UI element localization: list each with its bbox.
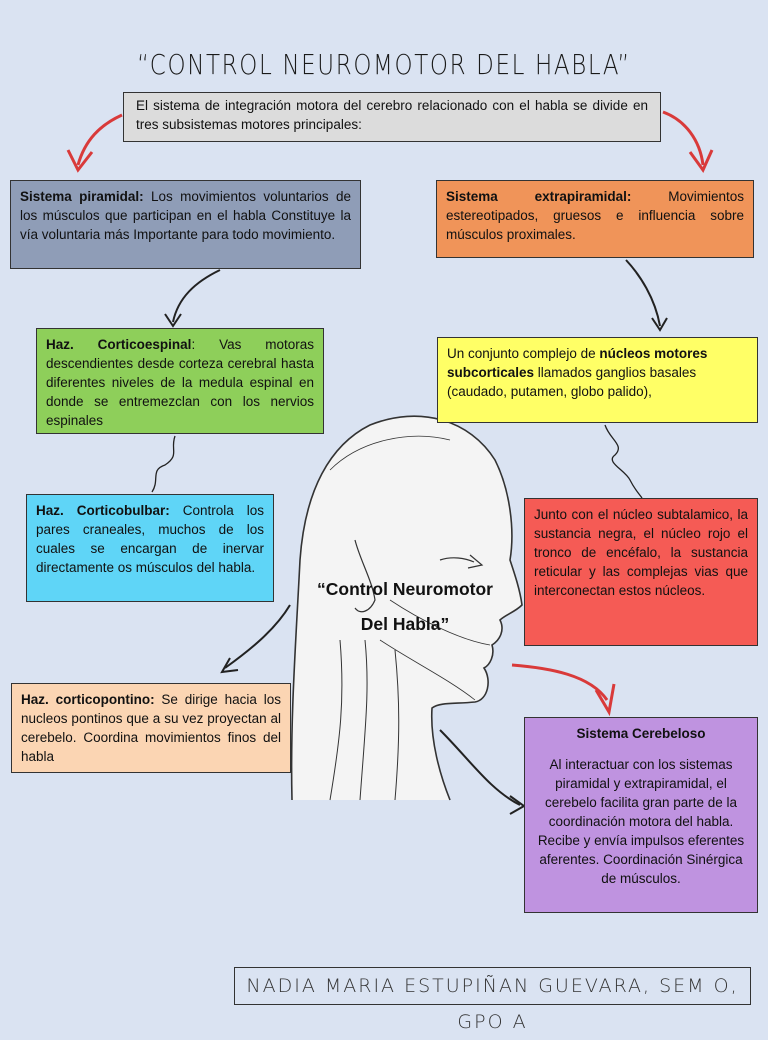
extrapiramidal-text: Movimientos estereotipados, gruesos e in… xyxy=(446,189,744,242)
corticopontino-heading: Haz. corticopontino: xyxy=(21,692,155,707)
sistema-extrapiramidal-box: Sistema extrapiramidal: Movimientos este… xyxy=(436,180,754,258)
center-label-line1: “Control Neuromotor xyxy=(317,579,493,599)
nucleo-subtalamico-box: Junto con el núcleo subtalamico, la sust… xyxy=(524,498,758,646)
connector-arrows xyxy=(151,259,668,815)
piramidal-heading: Sistema piramidal: xyxy=(20,189,144,204)
haz-corticopontino-box: Haz. corticopontino: Se dirige hacia los… xyxy=(11,683,291,773)
red-arrows xyxy=(66,110,714,717)
head-profile-illustration xyxy=(290,415,523,801)
corticopontino-text: Se dirige hacia los nucleos pontinos que… xyxy=(21,692,281,764)
nucleos-bold: núcleos motores subcorticales xyxy=(447,346,708,380)
center-label: “Control Neuromotor Del Habla” xyxy=(300,572,510,642)
page-title: “CONTROL NEUROMOTOR DEL HABLA” xyxy=(137,48,631,81)
cerebeloso-heading: Sistema Cerebeloso xyxy=(576,726,706,741)
author-footer: NADIA MARIA ESTUPIÑAN GUEVARA, SEM O, GP… xyxy=(234,967,751,1033)
extrapiramidal-heading: Sistema extrapiramidal: xyxy=(446,189,632,204)
corticoespinal-heading: Haz. Corticoespinal xyxy=(46,337,192,352)
corticobulbar-heading: Haz. Corticobulbar: xyxy=(36,503,170,518)
sistema-piramidal-box: Sistema piramidal: Los movimientos volun… xyxy=(10,180,361,269)
haz-corticobulbar-box: Haz. Corticobulbar: Controla los pares c… xyxy=(26,494,274,602)
center-label-line2: Del Habla” xyxy=(360,614,450,634)
haz-corticoespinal-box: Haz. Corticoespinal: Vas motoras descend… xyxy=(36,328,324,434)
cerebeloso-text: Al interactuar con los sistemas piramida… xyxy=(537,757,745,886)
corticoespinal-text: : Vas motoras descendientes desde cortez… xyxy=(46,337,315,428)
piramidal-text: Los movimientos voluntarios de los múscu… xyxy=(20,189,352,242)
nucleos-pre: Un conjunto complejo de xyxy=(447,346,600,361)
nucleos-post: llamados ganglios basales (caudado, puta… xyxy=(447,365,697,399)
sistema-cerebeloso-box: Sistema Cerebeloso Al interactuar con lo… xyxy=(524,717,758,913)
corticobulbar-text: Controla los pares craneales, muchos de … xyxy=(36,503,264,575)
intro-box: El sistema de integración motora del cer… xyxy=(123,92,661,142)
nucleos-subcorticales-box: Un conjunto complejo de núcleos motores … xyxy=(437,337,758,423)
